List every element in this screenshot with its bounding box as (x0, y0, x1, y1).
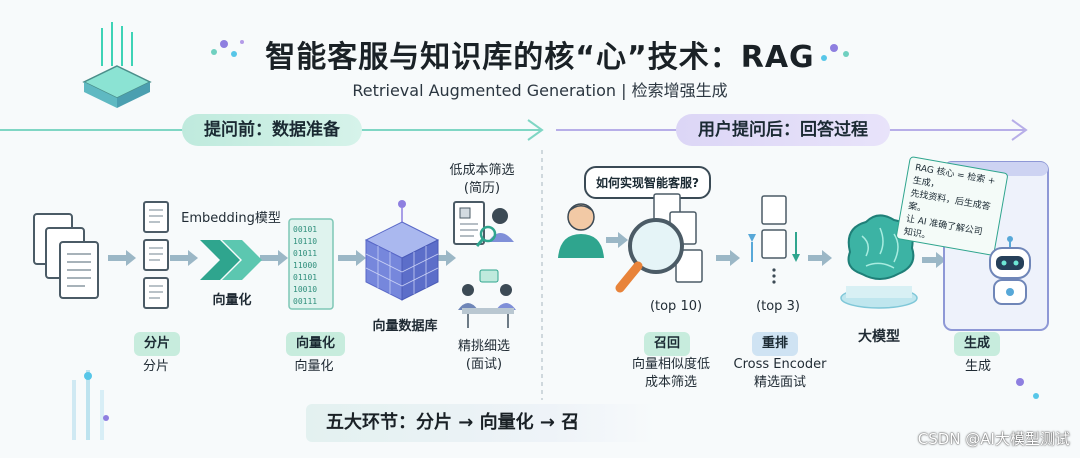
flow-arrow-2 (170, 250, 198, 266)
rerank-top: (top 3) (756, 299, 800, 314)
flow-arrow-6 (606, 232, 628, 248)
rerank-caption-2: 精选面试 (753, 375, 806, 390)
generate-caption: 生成 (964, 359, 991, 374)
phase-pill-after: 用户提问后：回答过程 (676, 114, 890, 146)
embedding-chevron-icon (200, 240, 262, 280)
split-pages-icon (143, 201, 169, 309)
svg-text:01011: 01011 (293, 249, 317, 258)
vectordb-caption: 向量数据库 (372, 319, 438, 334)
flow-arrow-1 (108, 250, 136, 266)
documents-stack-icon (33, 213, 99, 299)
vectorize-caption: 向量化 (294, 359, 334, 374)
interview-meeting-icon (458, 269, 516, 328)
sparkle-decoration-right (821, 44, 849, 61)
question-bubble: 如何实现智能客服? (584, 166, 711, 199)
rerank-caption-1: Cross Encoder (733, 357, 827, 372)
recall-label: 召回 (644, 332, 691, 356)
filter-low-caption-2: (简历) (463, 181, 501, 196)
resume-magnifier-icon (453, 201, 514, 247)
split-caption: 分片 (142, 359, 169, 374)
flow-arrow-3 (260, 250, 288, 266)
flow-arrow-9 (922, 252, 946, 268)
chip-server-icon (82, 22, 152, 108)
flow-arrow-4 (338, 250, 366, 266)
svg-text:10110: 10110 (293, 237, 317, 246)
recall-caption-2: 成本筛选 (644, 375, 697, 390)
filter-low-caption-1: 低成本筛选 (449, 163, 515, 178)
generate-label: 生成 (954, 332, 1001, 356)
filter-fine-caption-1: 精挑细选 (457, 339, 510, 354)
user-avatar-icon (558, 203, 604, 258)
recall-top: (top 10) (649, 299, 703, 314)
vectorize-label: 向量化 (286, 332, 346, 356)
bottom-left-bar-decoration (72, 370, 109, 440)
csdn-watermark: CSDN @AI大模型测试 (917, 430, 1070, 448)
llm-label: 大模型 (858, 329, 900, 345)
flow-arrow-7 (716, 250, 740, 266)
page-title: 智能客服与知识库的核“心”技术：RAG (265, 40, 815, 75)
svg-text:11000: 11000 (293, 261, 317, 270)
recall-caption-1: 向量相似度低 (631, 357, 710, 372)
flow-arrow-5 (428, 250, 456, 266)
embedding-caption: 向量化 (212, 293, 252, 308)
svg-text:01101: 01101 (293, 273, 317, 282)
svg-text:00101: 00101 (293, 225, 317, 234)
phase-pill-before: 提问前：数据准备 (182, 114, 362, 146)
sparkle-decoration-left (211, 40, 244, 57)
vector-database-cube-icon (364, 200, 440, 301)
recall-magnifier-icon (615, 193, 703, 293)
robot-assistant-icon (989, 236, 1031, 305)
page-subtitle: Retrieval Augmented Generation | 检索增强生成 (352, 81, 728, 100)
bottom-right-dot-decoration (1016, 378, 1039, 399)
phase-divider (541, 150, 543, 400)
five-stages-banner: 五大环节：分片 → 向量化 → 召 (306, 404, 656, 442)
vector-binary-icon: 00101 10110 01011 11000 01101 10010 00111 (288, 218, 334, 310)
svg-text:00111: 00111 (293, 297, 317, 306)
filter-fine-caption-2: (面试) (465, 357, 503, 372)
embedding-model-title: Embedding模型 (181, 211, 281, 226)
split-label: 分片 (134, 332, 181, 356)
svg-text:10010: 10010 (293, 285, 317, 294)
flow-arrow-8 (808, 250, 832, 266)
rerank-documents-icon (748, 195, 800, 284)
rerank-label: 重排 (752, 332, 799, 356)
